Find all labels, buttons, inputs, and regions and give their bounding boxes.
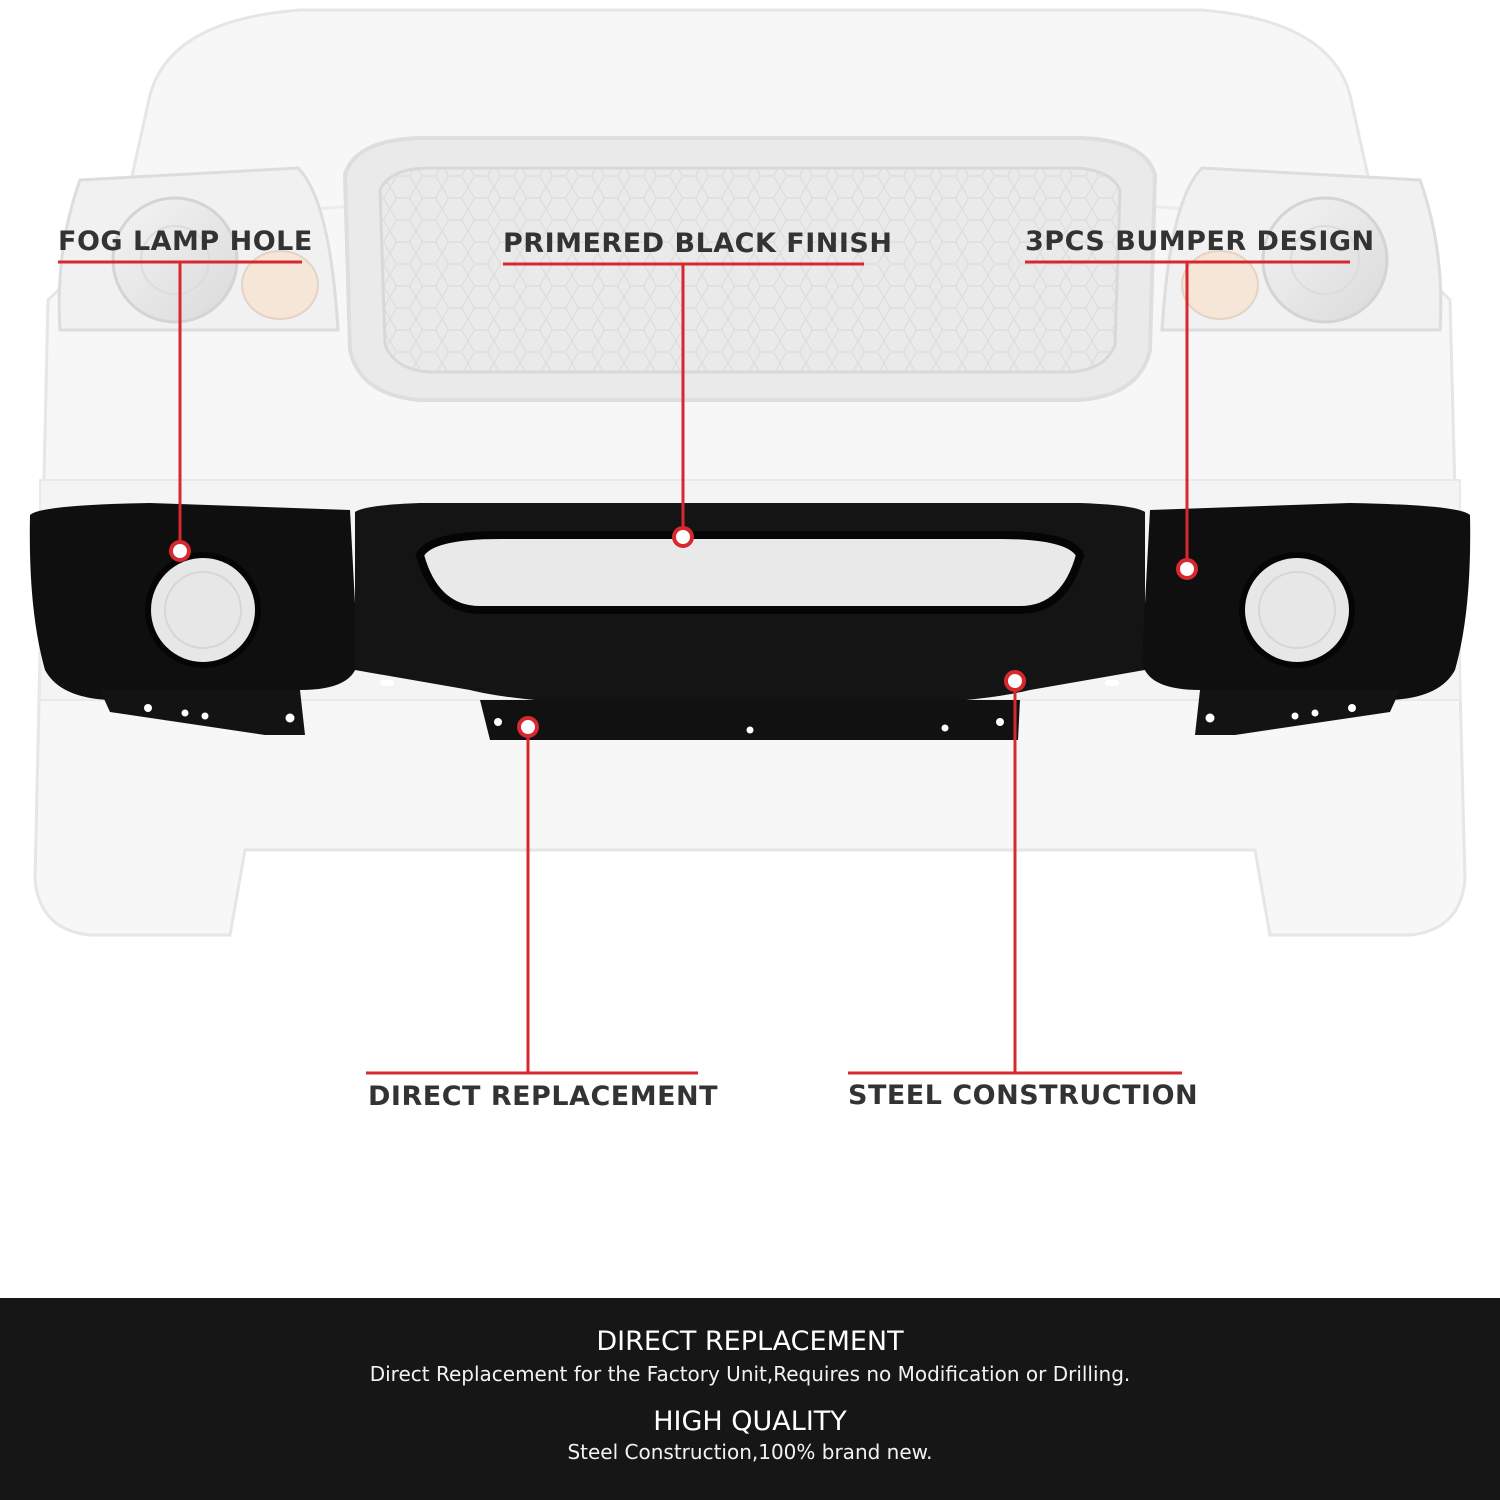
feature-title-high-quality: HIGH QUALITY [653,1406,847,1437]
product-illustration [29,8,1471,1075]
marker-3pcs-bumper-design [1176,558,1198,580]
feature-footer: DIRECT REPLACEMENT Direct Replacement fo… [0,1298,1500,1500]
marker-fog-lamp-hole [169,540,191,562]
marker-primered-black-finish [672,526,694,548]
callout-leaders [58,260,1350,1075]
callout-direct-replacement: DIRECT REPLACEMENT [368,1081,719,1112]
callout-steel-construction: STEEL CONSTRUCTION [848,1080,1199,1111]
front-bumper [29,503,1471,740]
marker-steel-construction [1004,670,1026,692]
feature-description-direct-replacement: Direct Replacement for the Factory Unit,… [369,1362,1131,1386]
right-headlight [1160,166,1443,332]
callout-fog-lamp-hole: FOG LAMP HOLE [58,226,313,257]
callout-markers [169,526,1198,738]
marker-direct-replacement [517,716,539,738]
callout-3pcs-bumper-design: 3PCS BUMPER DESIGN [1025,226,1375,257]
feature-title-direct-replacement: DIRECT REPLACEMENT [596,1326,904,1357]
feature-description-high-quality: Steel Construction,100% brand new. [567,1440,933,1464]
left-headlight [57,166,340,332]
grille [342,136,1158,402]
callout-primered-black-finish: PRIMERED BLACK FINISH [503,228,893,259]
